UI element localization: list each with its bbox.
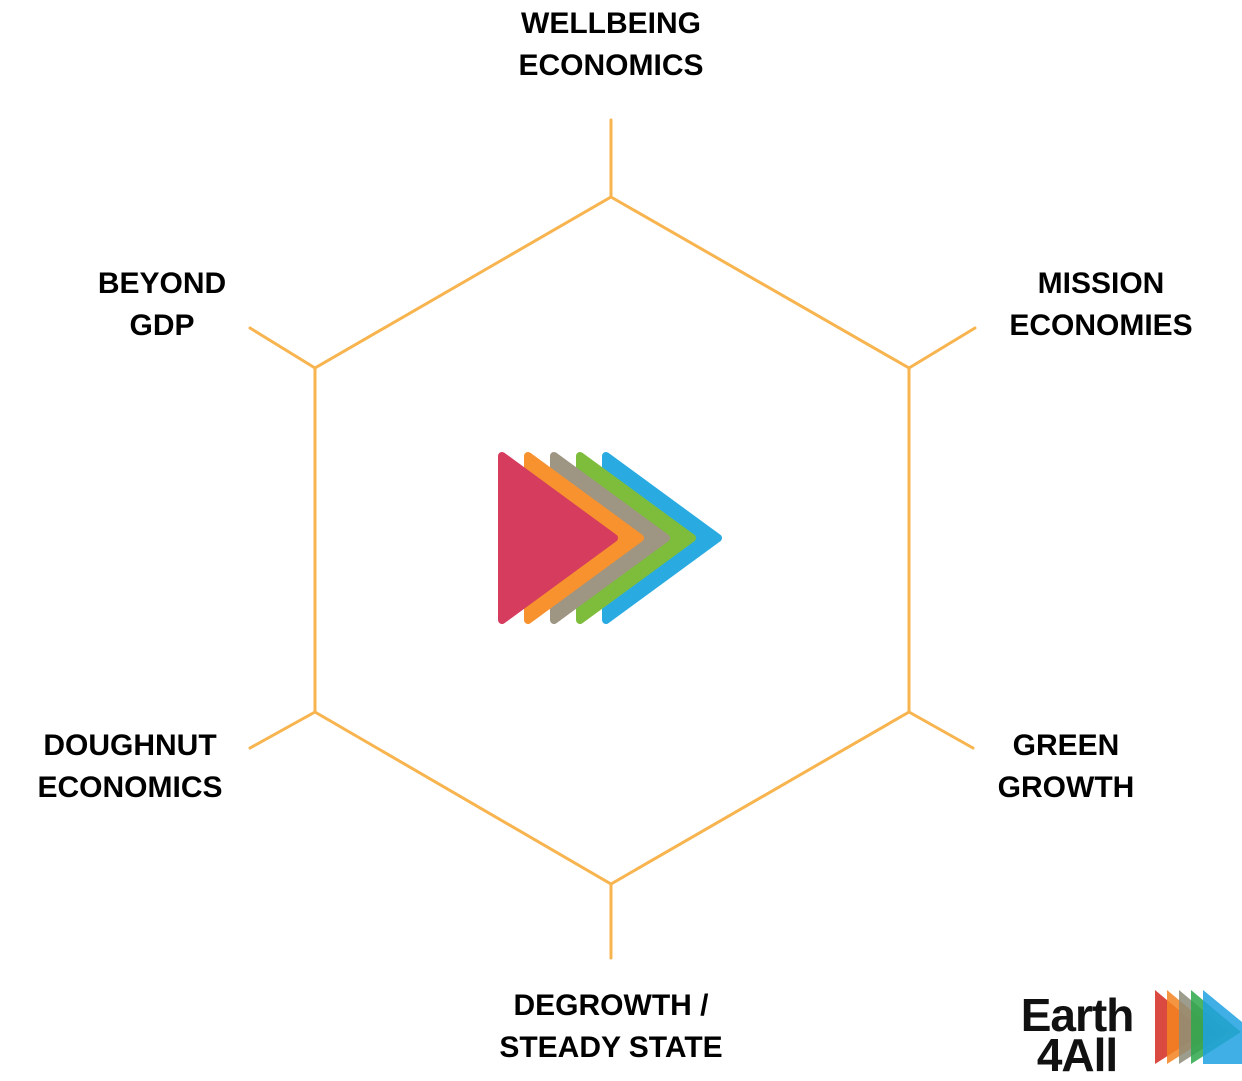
node-label-beyond-gdp: BEYOND GDP [62, 263, 262, 347]
node-label-line: WELLBEING [521, 7, 701, 40]
logo-mark-layer-5 [1203, 990, 1242, 1064]
earth4all-logo-mark-icon [1155, 990, 1242, 1064]
node-label-line: ECONOMICS [37, 771, 223, 804]
node-label-line: GREEN [1012, 729, 1120, 762]
hexagon-outline [248, 118, 977, 960]
node-label-green-growth: GREEN GROWTH [966, 725, 1166, 809]
node-label-wellbeing-economics: WELLBEING ECONOMICS [461, 3, 761, 87]
node-label-line: MISSION [1037, 267, 1165, 300]
node-label-mission-economies: MISSION ECONOMIES [976, 263, 1226, 347]
node-label-line: GROWTH [997, 771, 1135, 804]
logo-word-earth: Earth [1020, 989, 1135, 1041]
node-label-doughnut-economics: DOUGHNUT ECONOMICS [5, 725, 255, 809]
center-arrow-icon [498, 452, 722, 624]
node-label-line: DEGROWTH / [513, 989, 709, 1022]
node-label-degrowth-steady-state: DEGROWTH / STEADY STATE [451, 985, 771, 1069]
logo-word-4all: 4All [1036, 1029, 1118, 1081]
node-label-line: BEYOND [97, 267, 227, 300]
spoke-upper-left [248, 326, 317, 370]
node-label-line: STEADY STATE [499, 1031, 723, 1064]
spoke-lower-left [248, 710, 317, 750]
node-label-line: GDP [129, 309, 195, 342]
spoke-lower-right [907, 710, 975, 750]
earth4all-logo-text: Earth 4All [1002, 989, 1152, 1081]
spoke-upper-right [907, 326, 977, 370]
node-label-line: ECONOMIES [1009, 309, 1193, 342]
arrow-layer-red [498, 452, 618, 624]
node-label-line: ECONOMICS [518, 49, 704, 82]
node-label-line: DOUGHNUT [43, 729, 217, 762]
